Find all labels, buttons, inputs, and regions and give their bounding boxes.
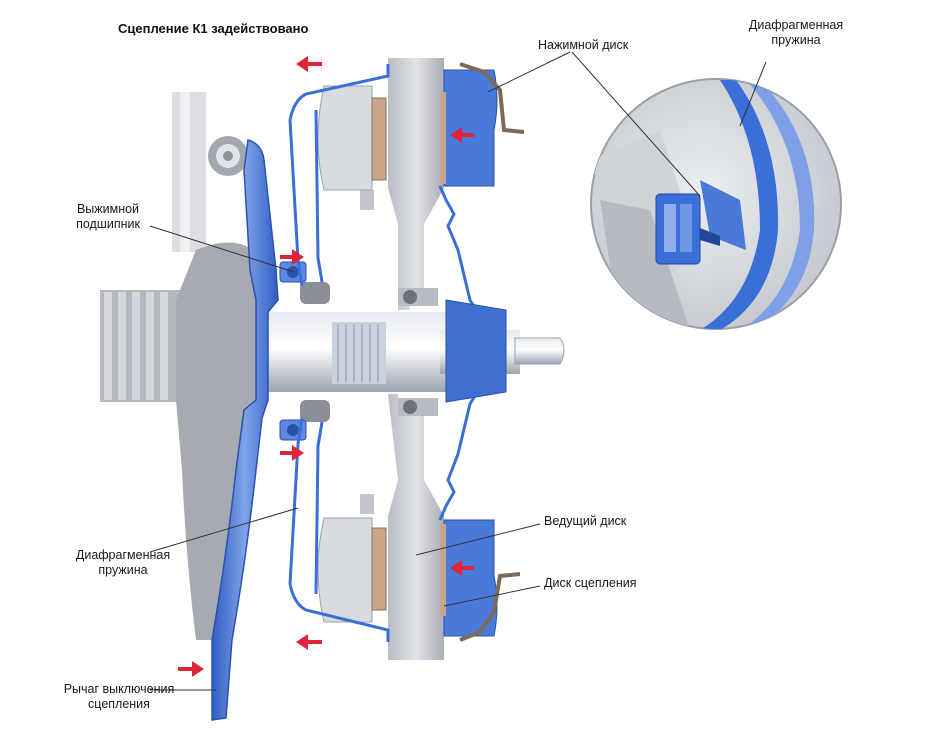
label-release-lever-line1: Рычаг выключения [63, 682, 175, 696]
label-release-lever-line2: сцепления [88, 697, 150, 711]
red-arrow-icon [280, 249, 304, 265]
pressure-plate [440, 69, 498, 637]
engine-housing [172, 92, 206, 252]
force-arrows [178, 56, 474, 677]
lever-grey-body [176, 242, 258, 640]
label-diaphragm-spring-zoom-line2: пружина [771, 33, 821, 47]
label-release-lever: Рычаг выключения сцепления [44, 682, 194, 712]
k1-drum [300, 85, 387, 623]
red-arrow-icon [450, 127, 474, 143]
red-arrow-icon [280, 445, 304, 461]
pilot-bearing [208, 136, 248, 176]
leader-lines [149, 51, 767, 691]
clutch-hub [360, 190, 438, 514]
label-diaphragm-spring-zoom: Диафрагменная пружина [736, 18, 856, 48]
label-diaphragm-spring-line1: Диафрагменная [75, 548, 171, 562]
label-release-bearing-line2: подшипник [76, 217, 140, 231]
label-clutch-disc: Диск сцепления [544, 576, 637, 590]
output-hub [445, 299, 507, 403]
drive-disc-body [388, 58, 444, 660]
release-lever [211, 139, 279, 721]
k1-diaphragm-right [438, 185, 478, 521]
label-release-bearing-line1: Выжимной [76, 202, 140, 216]
label-pressure-plate: Нажимной диск [538, 38, 629, 52]
red-arrow-icon [296, 56, 322, 72]
red-arrow-icon [296, 634, 322, 650]
label-diaphragm-spring: Диафрагменная пружина [64, 548, 182, 578]
label-diaphragm-spring-line2: пружина [98, 563, 148, 577]
label-drive-disc: Ведущий диск [544, 514, 627, 528]
label-release-bearing: Выжимной подшипник [62, 202, 154, 232]
input-shaft [260, 312, 565, 392]
diagram-title: Сцепление К1 задействовано [118, 21, 309, 36]
zoom-detail [590, 78, 842, 330]
red-arrow-icon [178, 661, 204, 677]
label-diaphragm-spring-zoom-line1: Диафрагменная [748, 18, 844, 32]
outer-housing [459, 62, 525, 642]
red-arrow-icon [450, 560, 474, 576]
gear-teeth-left [100, 290, 180, 402]
